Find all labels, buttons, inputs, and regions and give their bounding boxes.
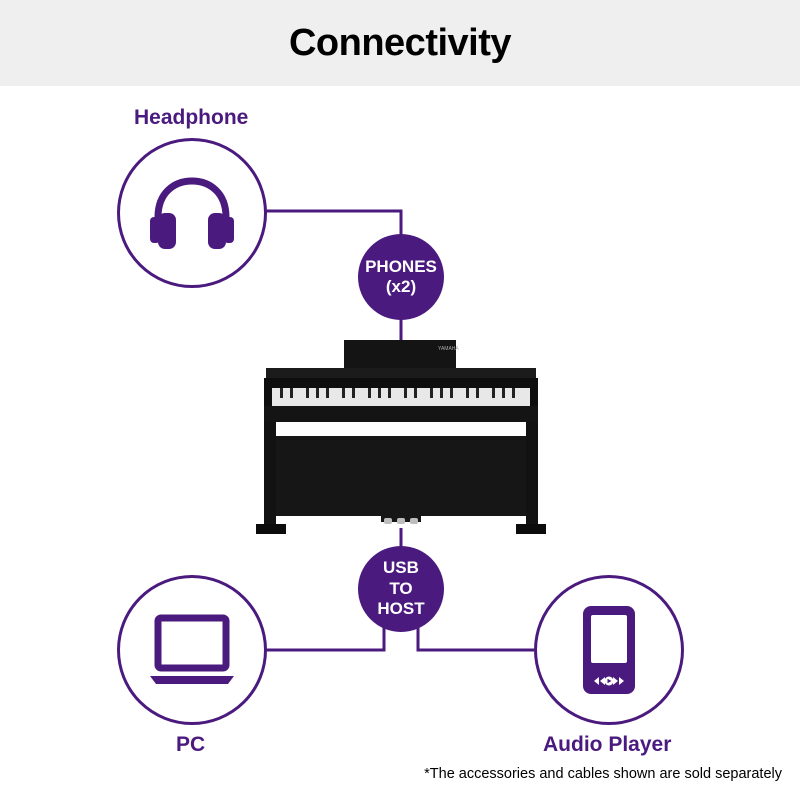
piano-brand-text: YAMAHA — [438, 346, 459, 352]
page-title: Connectivity — [288, 21, 512, 64]
headphone-connector — [266, 209, 403, 236]
audio-player-icon — [583, 606, 635, 694]
phones-count: (x2) — [385, 277, 417, 296]
digital-piano-image: YAMAHA — [256, 340, 546, 534]
usb-host-label: HOST — [377, 599, 425, 619]
usb-label: USB — [383, 558, 419, 578]
headphones-icon — [150, 177, 234, 249]
usb-to-host-port-badge: USB TO HOST — [358, 546, 444, 632]
audio-player-circle — [534, 575, 684, 725]
pc-label: PC — [176, 733, 206, 756]
pc-circle — [117, 575, 267, 725]
usb-to-label: TO — [389, 578, 413, 598]
phones-port-badge: PHONES (x2) — [358, 234, 444, 320]
headphone-label: Headphone — [134, 106, 249, 129]
phones-label: PHONES — [365, 256, 437, 276]
audio-player-label: Audio Player — [543, 733, 672, 756]
headphone-circle — [117, 138, 267, 288]
header-banner: Connectivity — [0, 0, 800, 86]
laptop-icon — [150, 614, 234, 684]
audio-player-connector — [416, 628, 534, 652]
footnote: *The accessories and cables shown are so… — [424, 766, 782, 782]
pc-connector — [266, 628, 386, 652]
